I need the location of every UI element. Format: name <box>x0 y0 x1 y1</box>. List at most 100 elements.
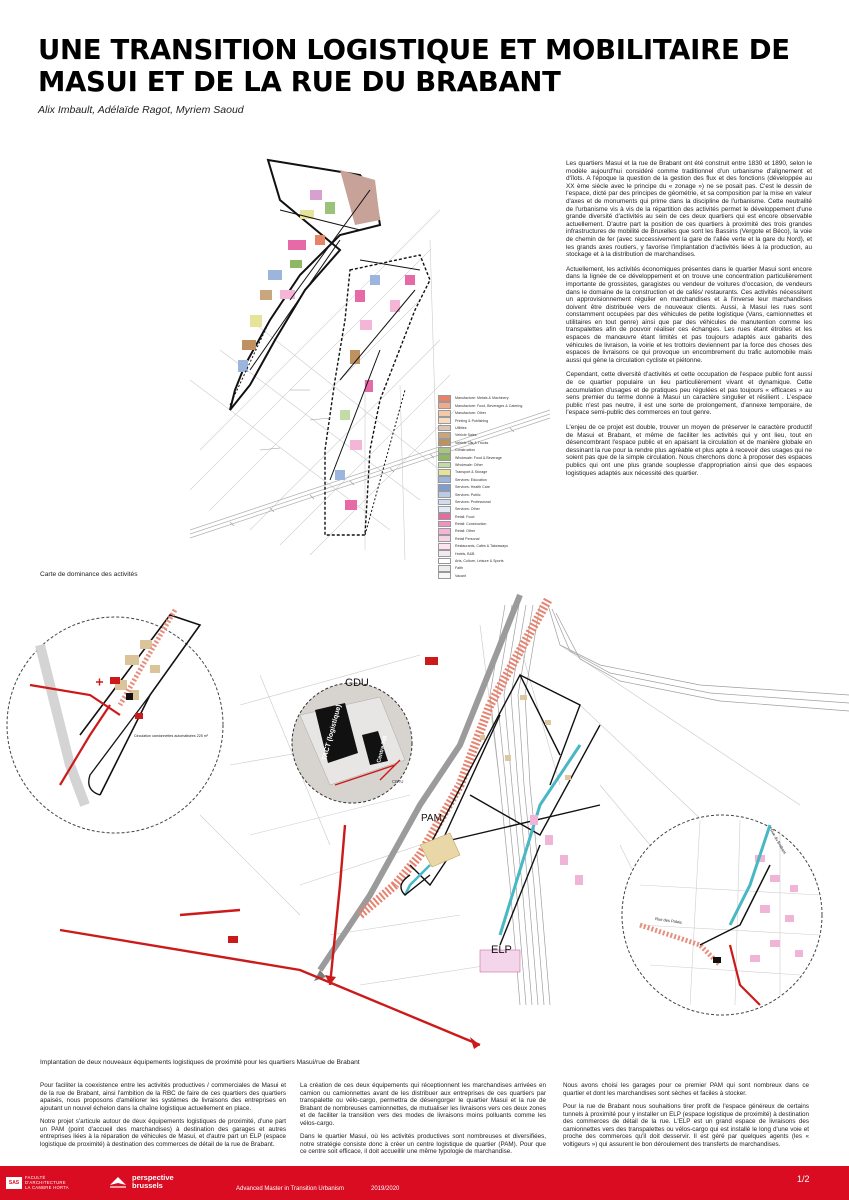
legend-swatch <box>438 483 451 491</box>
legend-swatch <box>438 520 451 528</box>
legend-label: Hotels, B&B <box>455 551 475 556</box>
activity-map <box>190 158 551 571</box>
legend-swatch <box>438 535 451 543</box>
map1-caption: Carte de dominance des activités <box>40 571 138 578</box>
intro-paragraph: L'enjeu de ce projet est double, trouver… <box>566 424 812 477</box>
legend-label: Vehicle Sales <box>455 433 477 438</box>
legend-label: Manufacture: Food, Beverages & Catering <box>455 403 523 408</box>
legend-item: Retail: Food <box>438 513 534 521</box>
legend-item: Utilities <box>438 424 534 432</box>
legend-item: Services: Education <box>438 476 534 484</box>
legend-label: Vacant <box>455 573 466 578</box>
legend-item: Vacant <box>438 572 534 580</box>
partner-line-1: perspective <box>132 1173 174 1182</box>
column-paragraph: Notre projet s'articule autour de deux é… <box>40 1118 286 1148</box>
legend-swatch <box>438 513 451 521</box>
legend-item: Manufacture: Food, Beverages & Catering <box>438 402 534 410</box>
legend-swatch <box>438 550 451 558</box>
title-line-2: MASUI ET DE LA RUE DU BRABANT <box>38 66 561 98</box>
legend-label: Restaurants, Cafés & Takeaways <box>455 544 508 549</box>
legend-item: Retail Personal <box>438 535 534 543</box>
legend-label: Retail: Food <box>455 514 475 519</box>
legend-label: Services: Education <box>455 477 487 482</box>
cdu-label: CDU <box>345 677 369 689</box>
legend-item: Services: Professional <box>438 498 534 506</box>
legend-item: Vehicle Sales <box>438 432 534 439</box>
pam-label: PAM <box>421 813 442 824</box>
legend-swatch <box>438 557 451 565</box>
legend-swatch <box>438 565 451 572</box>
legend-label: Transport & Storage <box>455 470 488 475</box>
logistics-plan: Circulation camionnettes automatisées 22… <box>6 593 849 1049</box>
column-paragraph: La création de ces deux équipements qui … <box>300 1082 546 1127</box>
legend-swatch <box>438 505 451 513</box>
text-column-1: Pour faciliter la coexistence entre les … <box>40 1082 286 1154</box>
legend-label: Services: Public <box>455 492 481 497</box>
school-logo-mark: SAS <box>6 1176 22 1189</box>
legend-item: Retail: Construction <box>438 520 534 528</box>
intro-text: Les quartiers Masui et la rue de Brabant… <box>566 160 812 484</box>
legend-swatch <box>438 446 451 454</box>
cetu-label: CETU <box>392 779 403 784</box>
legend-swatch <box>438 498 451 506</box>
legend-item: Manufacture: Other <box>438 409 534 417</box>
legend-label: Arts, Culture, Leisure & Sports <box>455 559 504 564</box>
authors: Alix Imbault, Adélaïde Ragot, Myriem Sao… <box>38 104 244 116</box>
academic-year: 2019/2020 <box>371 1186 400 1192</box>
legend-label: Services: Health Care <box>455 485 490 490</box>
intro-paragraph: Les quartiers Masui et la rue de Brabant… <box>566 160 812 259</box>
legend-label: Retail Personal <box>455 536 480 541</box>
legend-swatch <box>438 476 451 484</box>
legend-label: Services: Professional <box>455 499 491 504</box>
legend-swatch <box>438 402 451 410</box>
intro-paragraph: Actuellement, les activités économiques … <box>566 265 812 364</box>
legend-label: Utilities <box>455 426 467 430</box>
legend-item: Vehicle Car & Trucks <box>438 439 534 447</box>
program-name: Advanced Master in Transition Urbanism <box>236 1186 345 1192</box>
legend-swatch <box>438 424 451 432</box>
legend-label: Construction <box>455 448 476 453</box>
column-paragraph: Pour la rue de Brabant nous souhaitions … <box>563 1103 809 1148</box>
legend-label: Retail: Other <box>455 529 476 534</box>
legend-swatch <box>438 439 451 447</box>
legend-swatch <box>438 542 451 550</box>
legend-item: Services: Health Care <box>438 483 534 491</box>
legend-item: Construction <box>438 446 534 454</box>
school-logo: SAS FACULTÉ D'ARCHITECTURE LA CAMBRE HOR… <box>6 1175 71 1190</box>
partner-line-2: brussels <box>132 1181 163 1190</box>
legend-item: Hotels, B&B <box>438 550 534 558</box>
circulation-note: Circulation camionnettes automatisées 22… <box>134 734 209 738</box>
school-name: FACULTÉ D'ARCHITECTURE LA CAMBRE HORTA <box>25 1175 69 1190</box>
legend-item: Services: Other <box>438 505 534 513</box>
legend-swatch <box>438 409 451 417</box>
column-paragraph: Pour faciliter la coexistence entre les … <box>40 1082 286 1112</box>
column-paragraph: Nous avons choisi les garages pour ce pr… <box>563 1082 809 1097</box>
intro-paragraph: Cependant, cette diversité d'activités e… <box>566 371 812 417</box>
legend-label: Printing & Publishing <box>455 418 489 423</box>
footer-bar: SAS FACULTÉ D'ARCHITECTURE LA CAMBRE HOR… <box>0 1166 849 1200</box>
text-column-2: La création de ces deux équipements qui … <box>300 1082 546 1162</box>
map2-caption: Implantation de deux nouveaux équipement… <box>40 1059 360 1066</box>
legend-item: Services: Public <box>438 491 534 498</box>
legend-item: Restaurants, Cafés & Takeaways <box>438 542 534 550</box>
legend-swatch <box>438 432 451 439</box>
legend-item: Printing & Publishing <box>438 417 534 425</box>
legend-swatch <box>438 461 451 469</box>
perspective-logo-icon <box>110 1177 126 1188</box>
legend-swatch <box>438 491 451 498</box>
legend-label: Manufacture: Other <box>455 411 486 416</box>
page-number: 1/2 <box>797 1174 810 1184</box>
legend-label: Services: Other <box>455 507 480 512</box>
legend-swatch <box>438 454 451 461</box>
legend-swatch <box>438 417 451 425</box>
legend-item: Wholesale: Food & Beverage <box>438 454 534 461</box>
legend-item: Manufacture: Metals & Machinery <box>438 395 534 402</box>
legend-label: Manufacture: Metals & Machinery <box>455 396 509 401</box>
legend-item: Retail: Other <box>438 528 534 535</box>
partner-logo: perspective brussels <box>108 1174 174 1190</box>
legend-label: Wholesale: Food & Beverage <box>455 455 502 460</box>
legend-swatch <box>438 572 451 580</box>
legend-label: Wholesale: Other <box>455 462 483 467</box>
title-line-1: UNE TRANSITION LOGISTIQUE ET MOBILITAIRE… <box>38 34 790 66</box>
